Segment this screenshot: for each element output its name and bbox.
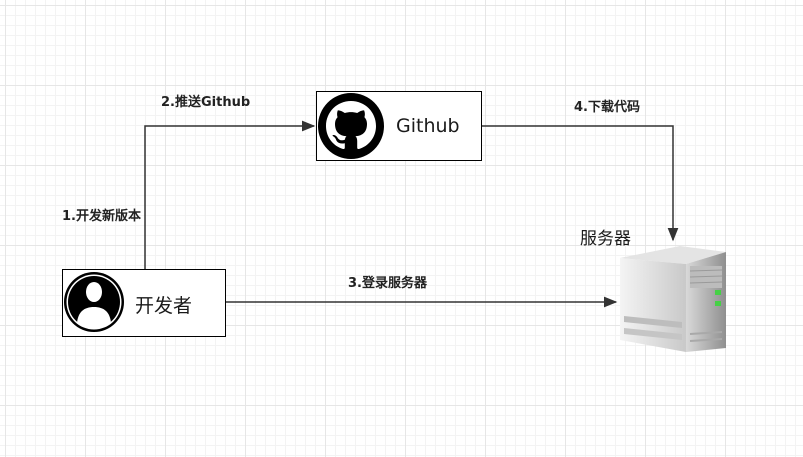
server-icon[interactable] (618, 244, 728, 356)
developer-node-label: 开发者 (135, 295, 193, 317)
developer-node[interactable]: 开发者 (62, 269, 226, 337)
github-node-label: Github (396, 115, 460, 137)
server-label: 服务器 (580, 229, 631, 249)
user-avatar-icon (64, 272, 124, 332)
github-octocat-icon (318, 93, 384, 159)
connector-github-to-server (481, 125, 679, 242)
edge-label-download-code: 4.下载代码 (574, 100, 640, 115)
edge-label-login-server: 3.登录服务器 (348, 276, 427, 291)
edge-label-push-github: 2.推送Github (161, 95, 251, 110)
connector-dev-to-github (144, 120, 316, 269)
edge-label-new-version: 1.开发新版本 (62, 209, 141, 224)
github-node[interactable]: Github (316, 91, 482, 161)
